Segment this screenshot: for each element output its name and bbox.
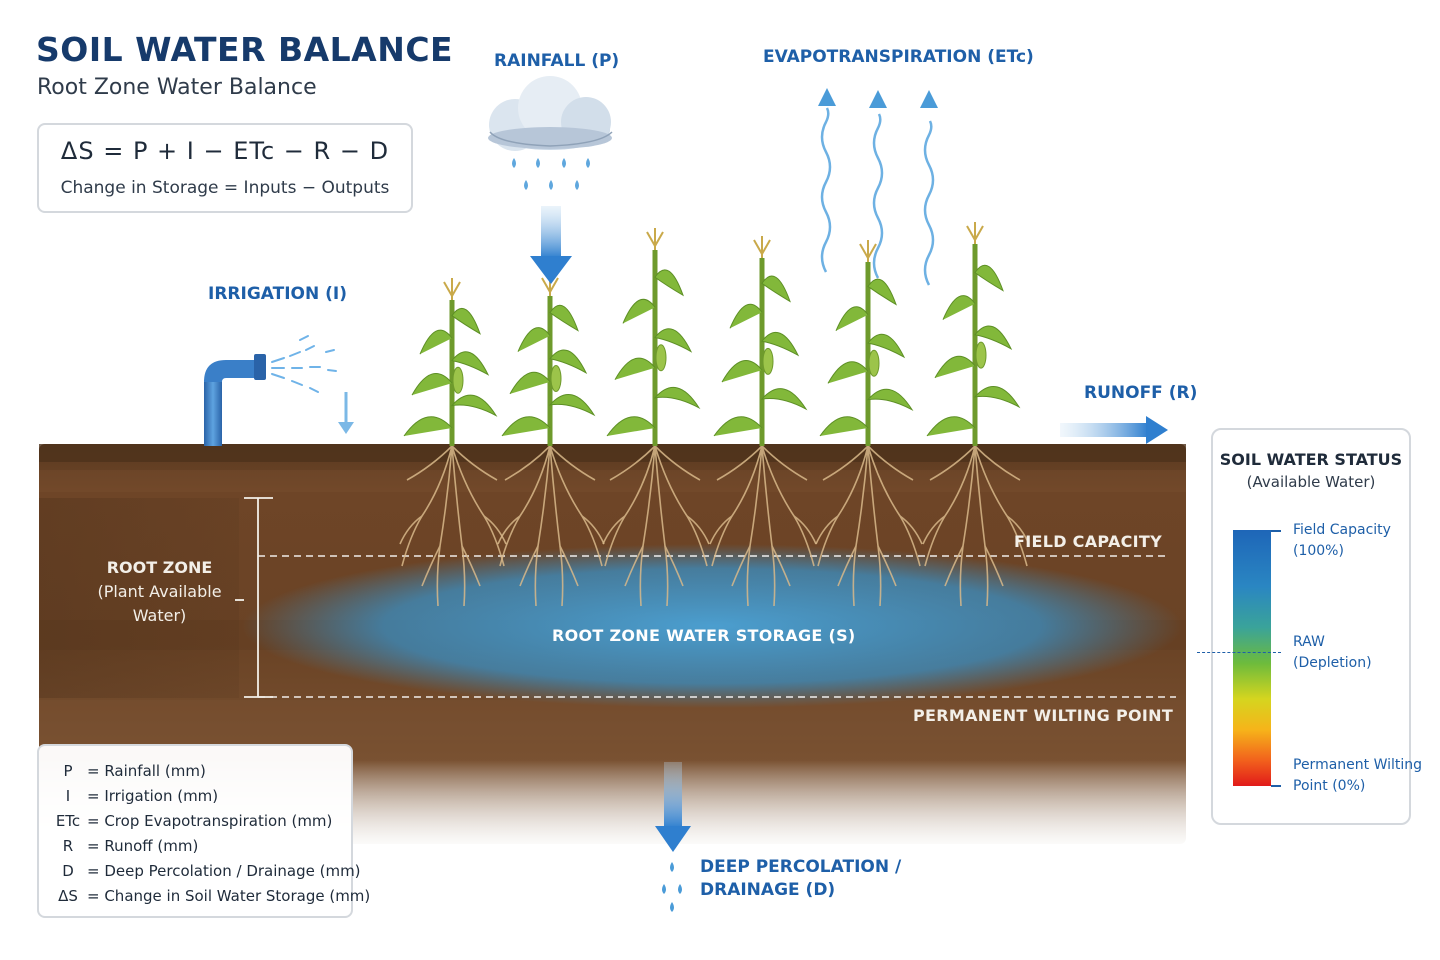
gauge-tick-raw <box>1197 652 1281 653</box>
fc-line2: (100%) <box>1293 541 1391 562</box>
gauge-tick-fc <box>1271 530 1281 532</box>
irrigation-spray <box>272 336 336 392</box>
storage-label: ROOT ZONE WATER STORAGE (S) <box>552 626 856 645</box>
rain-drops <box>512 158 590 190</box>
status-subtitle: (Available Water) <box>1213 473 1409 491</box>
irrigation-pipe <box>204 354 266 446</box>
legend-box: P = Rainfall (mm) I = Irrigation (mm) ET… <box>37 744 353 918</box>
soil-water-status-panel: SOIL WATER STATUS (Available Water) Fiel… <box>1211 428 1411 825</box>
deep-percolation-label: DEEP PERCOLATION / <box>700 857 901 877</box>
root-zone-label: ROOT ZONE (Plant Available Water) <box>82 556 237 628</box>
evapotranspiration-arrowheads <box>818 88 938 108</box>
soil-water-gauge <box>1233 530 1271 786</box>
plant-tassel <box>647 228 663 250</box>
legend-text: = Runoff (mm) <box>87 837 198 855</box>
wilting-point-label: PERMANENT WILTING POINT <box>913 706 1173 725</box>
raw-line1: RAW <box>1293 632 1372 653</box>
raw-line2: (Depletion) <box>1293 653 1372 674</box>
cloud-icon <box>488 76 612 151</box>
root-zone-title: ROOT ZONE <box>82 556 237 580</box>
rainfall-label: RAINFALL (P) <box>494 51 619 71</box>
legend-text: = Change in Soil Water Storage (mm) <box>87 887 370 905</box>
fc-line1: Field Capacity <box>1293 520 1391 541</box>
runoff-label: RUNOFF (R) <box>1084 383 1197 403</box>
rainfall-arrow <box>530 206 572 284</box>
plant-tassel <box>967 222 983 244</box>
root-zone-line3: Water) <box>82 604 237 628</box>
irrigation-label: IRRIGATION (I) <box>208 284 347 304</box>
irrigation-arrow <box>338 392 354 434</box>
legend-text: = Rainfall (mm) <box>87 762 206 780</box>
status-title: SOIL WATER STATUS <box>1213 450 1409 469</box>
gauge-tick-pwp <box>1271 785 1281 787</box>
evapotranspiration-arrows <box>822 108 933 285</box>
runoff-arrow <box>1060 416 1168 444</box>
legend-text: = Deep Percolation / Drainage (mm) <box>87 862 361 880</box>
gauge-label-raw: RAW (Depletion) <box>1293 632 1372 674</box>
pwp-line1: Permanent Wilting <box>1293 755 1422 776</box>
legend-text: = Crop Evapotranspiration (mm) <box>87 812 332 830</box>
plant-tassel <box>444 278 460 300</box>
drainage-label: DRAINAGE (D) <box>700 880 835 900</box>
legend-text: = Irrigation (mm) <box>87 787 218 805</box>
pwp-line2: Point (0%) <box>1293 776 1422 797</box>
gauge-label-pwp: Permanent Wilting Point (0%) <box>1293 755 1422 797</box>
evapotranspiration-label: EVAPOTRANSPIRATION (ETc) <box>763 47 1034 67</box>
plant-tassel <box>754 236 770 258</box>
gauge-label-field-capacity: Field Capacity (100%) <box>1293 520 1391 562</box>
field-capacity-label: FIELD CAPACITY <box>1014 532 1162 551</box>
root-zone-line2: (Plant Available <box>82 580 237 604</box>
